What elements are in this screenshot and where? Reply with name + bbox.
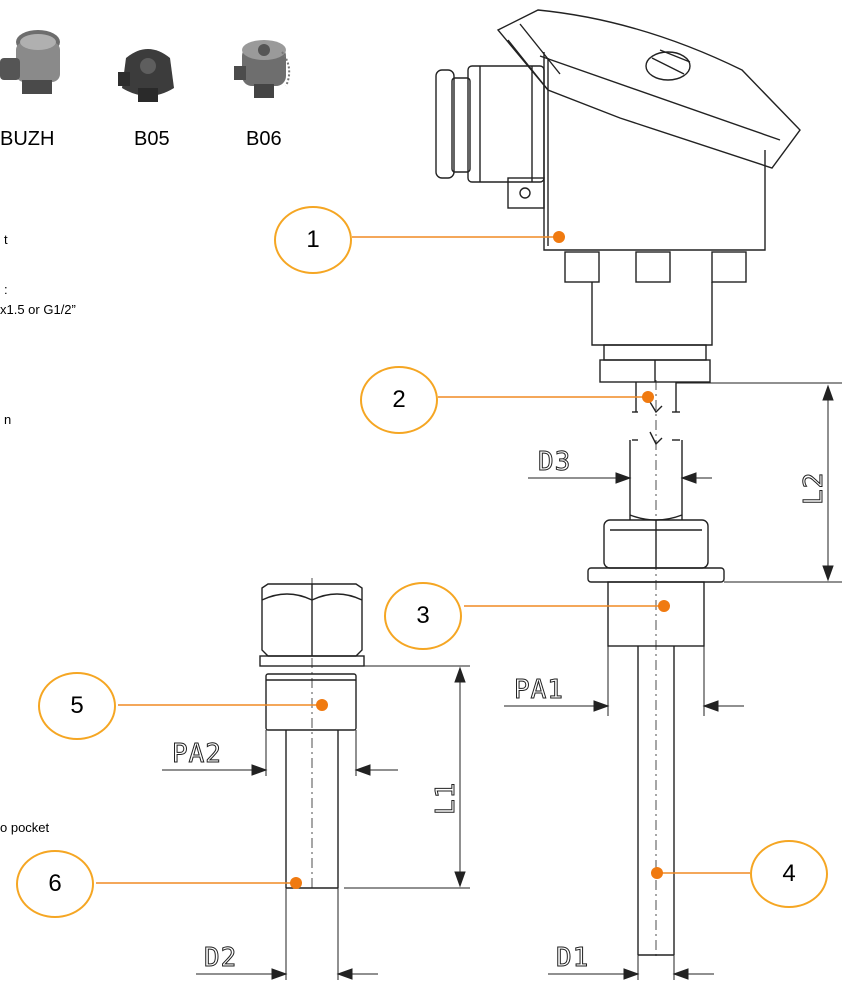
marker-3: [658, 600, 670, 612]
head-photo-b06: [234, 40, 291, 98]
dim-d1: D1: [556, 943, 589, 973]
marker-2: [642, 391, 654, 403]
dim-d2: D2: [204, 943, 237, 973]
head-label-b05: B05: [134, 128, 170, 150]
marker-6: [290, 877, 302, 889]
callout-3: 3: [384, 582, 462, 650]
dim-l2: L2: [799, 472, 829, 505]
head-label-b06: B06: [246, 128, 282, 150]
dim-pa2: PA2: [172, 739, 222, 769]
callout-4: 4: [750, 840, 828, 908]
dim-pa1: PA1: [514, 675, 564, 705]
callout-1: 1: [274, 206, 352, 274]
callout-5: 5: [38, 672, 116, 740]
marker-1: [553, 231, 565, 243]
callout-2: 2: [360, 366, 438, 434]
side-text-5: o pocket: [0, 820, 50, 835]
side-text-4: n: [4, 412, 12, 427]
dim-d3: D3: [538, 447, 571, 477]
callout-6: 6: [16, 850, 94, 918]
dim-l1: L1: [431, 782, 461, 815]
head-photo-b05: [118, 49, 174, 102]
side-text-2: :: [4, 282, 8, 297]
marker-4: [651, 867, 663, 879]
side-text-3: x1.5 or G1/2”: [0, 302, 76, 317]
head-photo-buzh: [0, 30, 60, 94]
head-label-buzh: BUZH: [0, 128, 55, 150]
marker-5: [316, 699, 328, 711]
side-text-1: t: [4, 232, 8, 247]
